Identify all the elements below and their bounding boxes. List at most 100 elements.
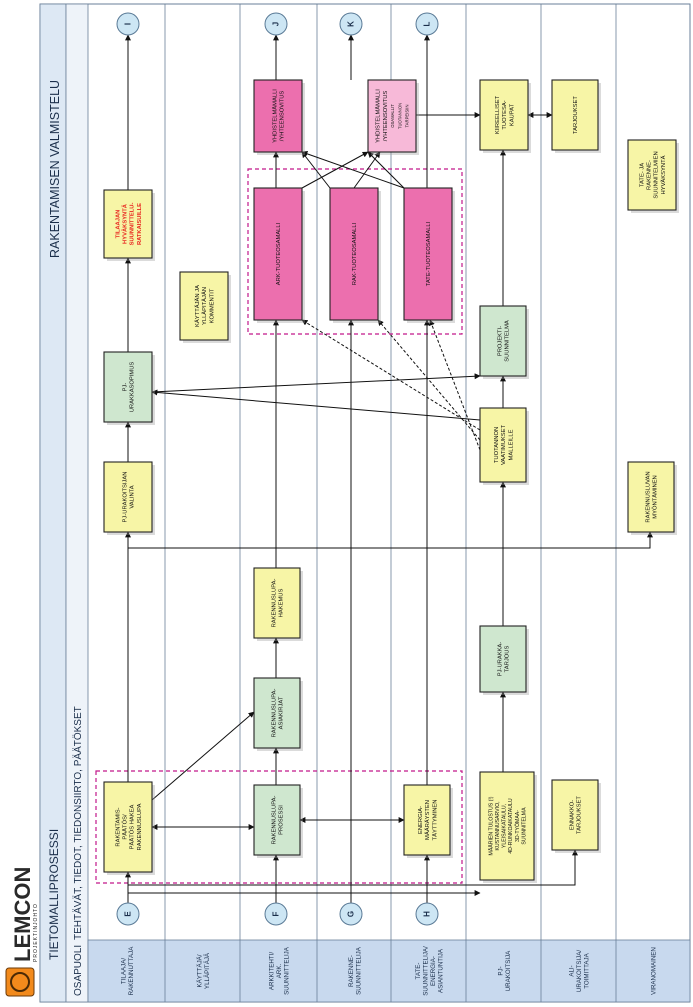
edge [301, 151, 331, 189]
connector-label-i: I [124, 23, 133, 25]
box-text: TUOTESA- [502, 100, 508, 129]
connector-label-e: E [124, 911, 133, 917]
lane-label: KÄYTTÄJÄ/ [196, 954, 203, 987]
models-group-frame [247, 168, 463, 335]
box-text: YHDISTELMÄMALLI [375, 89, 382, 143]
box-text: KUSTANNUSARVIO, [495, 801, 501, 850]
box-text: /YHTEENSOVITUS [280, 91, 286, 142]
box-rak-malli: RAK-TUOTEOSAMALLI [329, 187, 381, 323]
lane-label: ASIANTUNTIJA [437, 948, 444, 993]
box-text: MYÖNTÄMINEN [652, 475, 659, 518]
connector-circle-l [415, 12, 439, 36]
box-maarien-tulostus: MÄÄRIEN TULOSTUS (!)KUSTANNUSARVIO,YLEIS… [479, 771, 537, 883]
title-strip [39, 3, 67, 1003]
lane-label: ARKKITEHTI/ [269, 952, 276, 990]
box-text: RAK-TUOTEOSAMALLI [352, 222, 358, 285]
lane-separators [164, 4, 617, 1002]
box-text: MÄÄRÄYSTEN [424, 800, 431, 840]
box-text: TUOTANNON [494, 427, 500, 463]
box-text: RAKENNUSLUPA- [271, 796, 277, 845]
box-text: 3D-TYÖMAA- [514, 810, 521, 842]
lane-label: TILAAJA/ [120, 958, 127, 984]
lane-label: VIRANOMAINEN [651, 947, 658, 995]
box-text: TARJOUKSET [577, 796, 583, 834]
box-ark-malli: ARK-TUOTEOSAMALLI [253, 187, 305, 323]
edges [125, 34, 653, 903]
box-projektisuunnitelma: PROJEKTI-SUUNNITELMA [479, 305, 529, 379]
box-text: KAUPAT [509, 103, 515, 126]
connector-circle-g [339, 902, 363, 926]
lane-label: ENERGIA- [430, 956, 437, 986]
box-pj-sopimus: PJ-URAKKASOPIMUS [103, 351, 155, 425]
box-text: ENERGIA- [418, 806, 424, 834]
box-text: PJ-URAKOITSIJAN [122, 472, 128, 523]
lane-label: SUUNNITTELIJA/ [422, 946, 429, 996]
lane-label: TATE- [415, 963, 422, 980]
edge [377, 319, 481, 441]
connector-circle-h [415, 902, 439, 926]
lane-label: URAKOITSIJA/ [576, 950, 583, 993]
tasks-label: TEHTÄVÄT, TIEDOT, TIEDONSIIRTO, PÄÄTÖKSE… [72, 706, 84, 940]
box-tarjoukset: TARJOUKSET [551, 79, 601, 153]
box-text: YLLÄPITÄJÄN [201, 287, 208, 325]
edge [301, 150, 405, 189]
lane-label: SUUNNITTELIJA [284, 946, 291, 995]
edge [128, 849, 578, 886]
edge [128, 531, 653, 549]
box-text: HAKEMUS [279, 589, 285, 618]
lane-label: ARK. [276, 964, 283, 979]
box-text: RAKENNE- [646, 160, 652, 190]
lane-label: URAKOITSIJA [505, 950, 512, 991]
lane-label: RAKENNUTTAJA [128, 946, 135, 996]
box-text: SUUNNITELMA [505, 320, 511, 362]
box-pj-tarjous: PJ-URAKKA-TARJOUS [479, 625, 529, 695]
box-text: PÄÄTÖS/ [121, 814, 128, 840]
box-text: TARJOUS [505, 646, 511, 673]
lane-label: ALI- [569, 965, 576, 976]
box-text: VAATIMUKSET [501, 425, 507, 466]
box-note-text: OSAMALLIT [390, 104, 395, 128]
lane-label: SUUNNITTELIJA [355, 946, 362, 995]
connector-circle-f [264, 902, 288, 926]
edge [301, 151, 369, 189]
tasks-strip [65, 3, 89, 1003]
box-lupa-asiakirjat: RAKENNUSLUPA-ASIAKIRJAT [253, 677, 303, 751]
box-text: KÄYTTÄJÄN JA [194, 285, 201, 327]
box-text: VALINTA [130, 485, 136, 508]
connector-circle-e [116, 902, 140, 926]
box-text: 4D-RUNKOAIKATAULU [508, 798, 514, 853]
lane-label: YLLÄPITÄJÄ [204, 952, 211, 989]
box-text: PÄÄTÖS HAKEA [129, 804, 136, 849]
box-text: SUUNNITTELU- [130, 203, 136, 246]
connector-circle-i [116, 12, 140, 36]
connector-label-k: K [347, 21, 356, 27]
lane-label: TOIMITTAJA [584, 952, 591, 988]
connector-circle-k [339, 12, 363, 36]
connector-label-h: H [423, 911, 432, 917]
box-text: MALLEILLE [508, 429, 514, 460]
box-ennakkotarjoukset: ENNAKKO-TARJOUKSET [551, 779, 601, 853]
box-note-text: TUOTANNON [397, 103, 402, 129]
box-note-text: TARPEISIIN [404, 105, 409, 128]
box-text: RAKENNUSLUPA [137, 803, 143, 850]
edge [151, 373, 481, 393]
box-text: RAKENNUSLUPA- [271, 689, 277, 738]
edge [429, 319, 481, 451]
lane-labels: TILAAJA/RAKENNUTTAJA KÄYTTÄJÄ/YLLÄPITÄJÄ A… [120, 946, 657, 996]
lane-header-column [87, 939, 691, 1003]
edge [367, 151, 405, 189]
box-text: ASIAKIRJAT [279, 696, 285, 729]
box-yhd-1: YHDISTELMÄMALLI/YHTEENSOVITUS [253, 79, 305, 155]
edge [151, 711, 255, 801]
